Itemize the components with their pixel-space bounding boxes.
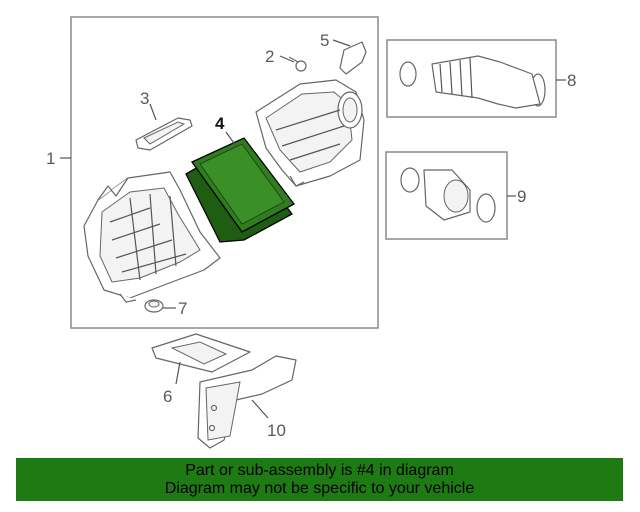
info-banner: Part or sub-assembly is #4 in diagram Di… (16, 458, 623, 501)
part-5-bracket (339, 41, 367, 75)
part-2-bolt (288, 56, 307, 72)
part-3-seal (135, 117, 193, 151)
callout-1[interactable]: 1 (46, 149, 55, 168)
upper-housing (255, 79, 365, 187)
callout-3[interactable]: 3 (140, 89, 149, 108)
part-6-plate (151, 333, 251, 373)
part-4-air-filter[interactable] (185, 137, 295, 243)
banner-line-1: Part or sub-assembly is #4 in diagram (185, 461, 454, 479)
callout-8[interactable]: 8 (567, 71, 576, 90)
callout-7[interactable]: 7 (178, 299, 187, 318)
part-9-resonator (400, 167, 496, 223)
callout-2[interactable]: 2 (265, 47, 274, 66)
banner-line-2: Diagram may not be specific to your vehi… (164, 479, 475, 497)
callout-4[interactable]: 4 (215, 114, 225, 133)
part-8-intake-duct (399, 55, 546, 109)
lower-housing (83, 171, 221, 303)
part-10-support-bracket (197, 355, 297, 449)
part-7-grommet (144, 299, 164, 313)
callout-9[interactable]: 9 (517, 187, 526, 206)
callout-6[interactable]: 6 (163, 387, 172, 406)
callout-10[interactable]: 10 (267, 421, 286, 440)
callout-5[interactable]: 5 (320, 31, 329, 50)
